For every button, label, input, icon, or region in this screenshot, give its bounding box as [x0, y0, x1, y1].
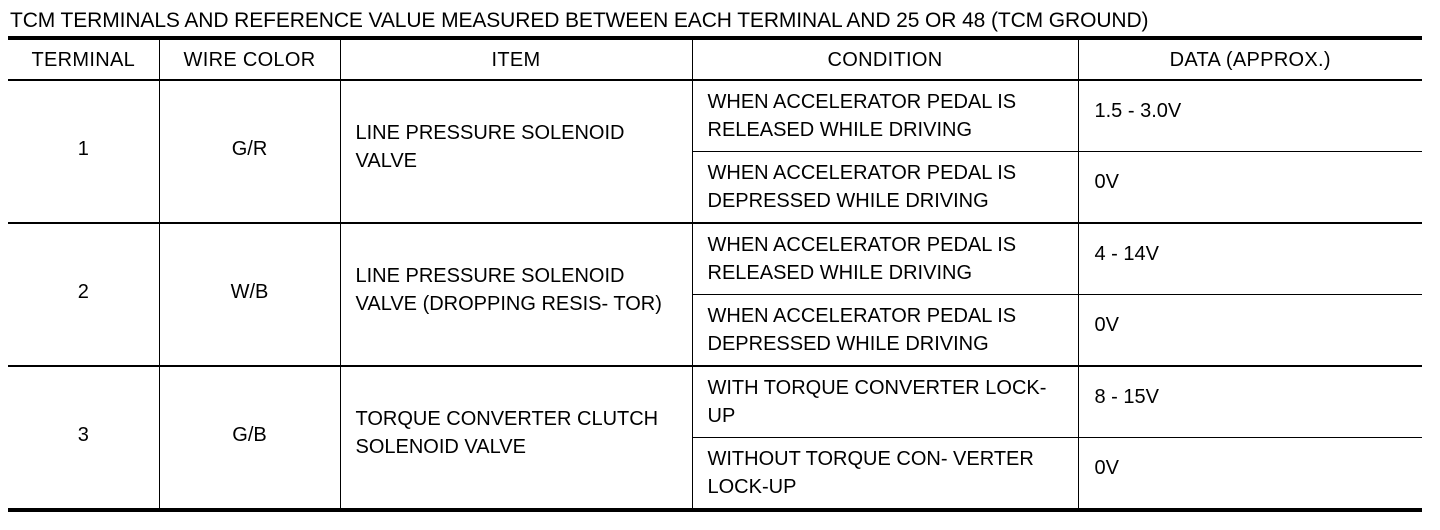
- wire-color-cell: G/B: [158, 365, 341, 510]
- table-row: 1 G/R LINE PRESSURE SOLENOID VALVE WHEN …: [8, 80, 1422, 223]
- data-cell: 0V: [1077, 294, 1422, 366]
- condition-cell: WHEN ACCELERATOR PEDAL IS DEPRESSED WHIL…: [692, 294, 1079, 366]
- condition-cell: WITH TORQUE CONVERTER LOCK-UP: [691, 365, 1079, 438]
- header-condition: CONDITION: [691, 38, 1079, 81]
- data-cell: 1.5 - 3.0V: [1077, 80, 1422, 152]
- header-terminal: TERMINAL: [8, 38, 160, 81]
- table-row: 2 W/B LINE PRESSURE SOLENOID VALVE (DROP…: [8, 222, 1422, 366]
- terminal-cell: 3: [8, 365, 160, 510]
- wire-color-cell: G/R: [158, 80, 341, 223]
- header-row: TERMINAL WIRE COLOR ITEM CONDITION DATA …: [8, 38, 1422, 81]
- table-row: WHEN ACCELERATOR PEDAL IS DEPRESSED WHIL…: [8, 294, 1422, 366]
- table-row: WITHOUT TORQUE CON- VERTER LOCK-UP 0V: [8, 437, 1422, 510]
- header-wire-color: WIRE COLOR: [158, 38, 341, 81]
- item-cell: LINE PRESSURE SOLENOID VALVE: [339, 80, 693, 223]
- data-cell: 0V: [1077, 437, 1422, 510]
- condition-cell: WHEN ACCELERATOR PEDAL IS DEPRESSED WHIL…: [692, 151, 1079, 223]
- table-row: 3 G/B TORQUE CONVERTER CLUTCH SOLENOID V…: [8, 365, 1422, 510]
- wire-color-cell: W/B: [158, 222, 341, 366]
- header-data: DATA (APPROX.): [1077, 38, 1422, 81]
- data-cell: 4 - 14V: [1077, 222, 1422, 295]
- table-row: WHEN ACCELERATOR PEDAL IS DEPRESSED WHIL…: [8, 151, 1422, 223]
- terminal-cell: 1: [8, 80, 160, 223]
- header-item: ITEM: [339, 38, 693, 81]
- item-cell: LINE PRESSURE SOLENOID VALVE (DROPPING R…: [339, 222, 693, 366]
- item-cell: TORQUE CONVERTER CLUTCH SOLENOID VALVE: [339, 365, 693, 510]
- tcm-terminal-table: TERMINAL WIRE COLOR ITEM CONDITION DATA …: [8, 36, 1422, 512]
- condition-cell: WHEN ACCELERATOR PEDAL IS RELEASED WHILE…: [691, 80, 1079, 152]
- terminal-cell: 2: [8, 222, 160, 366]
- data-cell: 0V: [1077, 151, 1422, 223]
- condition-cell: WHEN ACCELERATOR PEDAL IS RELEASED WHILE…: [691, 222, 1079, 295]
- data-cell: 8 - 15V: [1077, 365, 1422, 438]
- condition-cell: WITHOUT TORQUE CON- VERTER LOCK-UP: [692, 437, 1079, 510]
- table-title: TCM TERMINALS AND REFERENCE VALUE MEASUR…: [10, 9, 1149, 32]
